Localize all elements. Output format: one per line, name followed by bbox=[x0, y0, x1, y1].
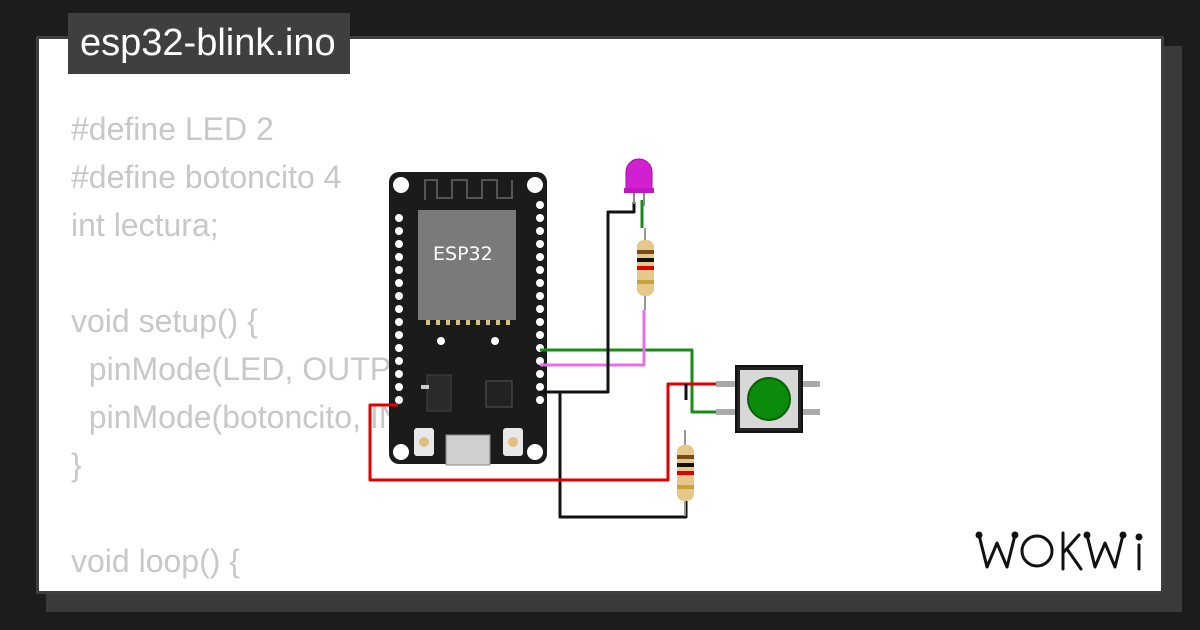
code-line: #define botoncito 4 bbox=[71, 159, 342, 195]
antenna-trace bbox=[424, 179, 513, 200]
led[interactable] bbox=[624, 158, 654, 206]
code-line: void loop() { bbox=[71, 543, 240, 579]
wire-red-power bbox=[368, 382, 718, 482]
preview-card: #define LED 2 #define botoncito 4 int lect… bbox=[36, 36, 1164, 594]
code-line: void setup() { bbox=[71, 303, 258, 339]
file-title: esp32-blink.ino bbox=[68, 13, 350, 74]
chip-label: ESP32 bbox=[433, 243, 493, 265]
code-line: } bbox=[71, 447, 82, 483]
wokwi-logo bbox=[975, 531, 1143, 571]
push-button[interactable] bbox=[716, 365, 820, 433]
wire-pink-resistor bbox=[540, 310, 646, 367]
resistor-led[interactable] bbox=[637, 228, 654, 310]
code-line: int lectura; bbox=[71, 207, 219, 243]
wire-black-resistor bbox=[540, 390, 688, 519]
code-line: #define LED 2 bbox=[71, 111, 274, 147]
wire-black-led bbox=[540, 202, 636, 394]
wire-green-button bbox=[540, 348, 718, 414]
resistor-button[interactable] bbox=[677, 430, 694, 516]
esp32-module bbox=[418, 210, 516, 320]
esp32-board[interactable]: ESP32 bbox=[389, 172, 547, 466]
